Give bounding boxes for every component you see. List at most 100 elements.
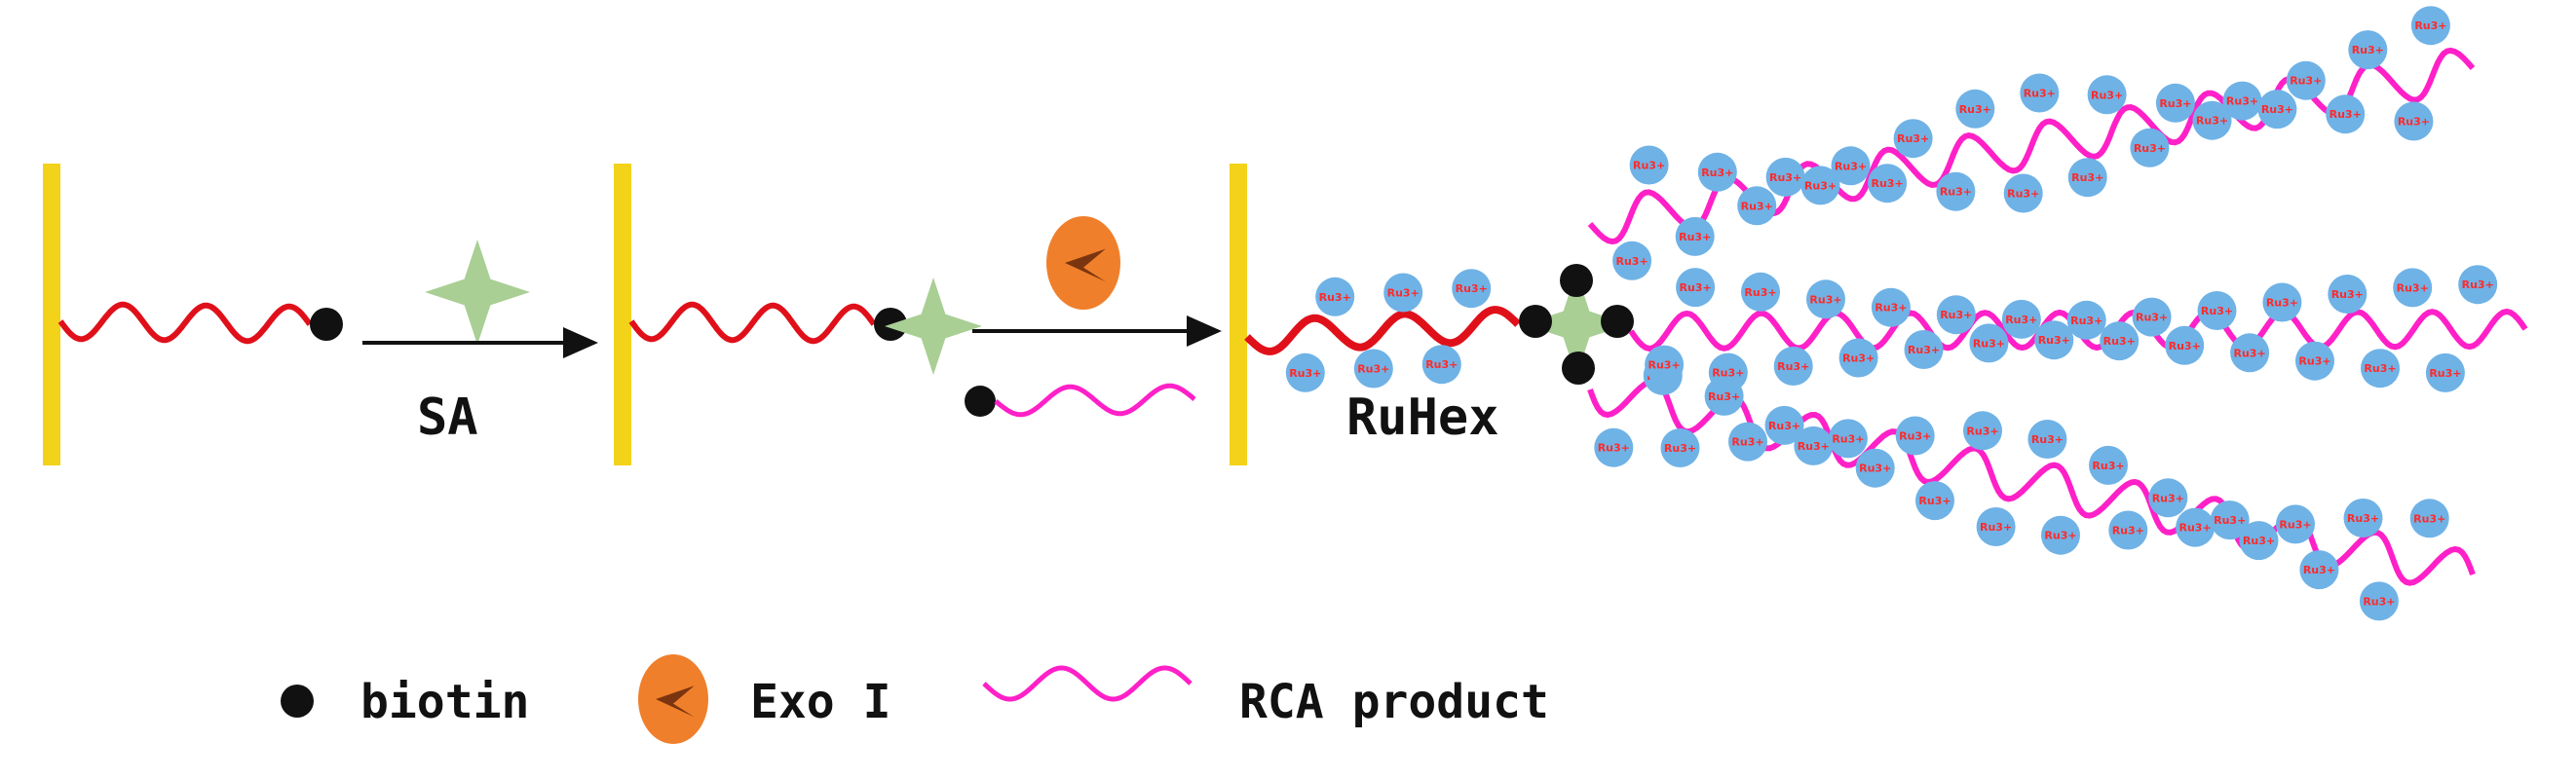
probe-strand-1: [57, 301, 313, 345]
ruhex-bead-label: Ru3+: [1966, 425, 1998, 437]
ruhex-bead-label: Ru3+: [2414, 19, 2446, 32]
ruhex-bead: [2425, 352, 2465, 392]
ruhex-bead: [2295, 341, 2334, 381]
ruhex-bead-label: Ru3+: [1319, 291, 1351, 304]
ruhex-bead-label: Ru3+: [2179, 522, 2212, 535]
ruhex-bead: [2286, 60, 2326, 100]
ruhex-bead-label: Ru3+: [2031, 433, 2064, 446]
ruhex-beads: Ru3+ Ru3+ Ru3+ Ru3+ Ru3+ Ru3+ Ru3+ Ru3+ Ru3+ Ru3+…: [1285, 6, 2498, 621]
ruhex-bead: [2410, 6, 2450, 46]
ruhex-bead-label: Ru3+: [2298, 355, 2330, 368]
electrode-3: [1230, 164, 1247, 465]
released-rca-strand: [994, 383, 1196, 418]
exo-mouth: [656, 685, 695, 718]
ruhex-bead: [1773, 347, 1813, 386]
ruhex-bead: [2197, 291, 2237, 330]
ruhex-bead: [2361, 349, 2400, 389]
ruhex-bead: [2257, 90, 2297, 130]
ruhex-bead-label: Ru3+: [1289, 367, 1321, 380]
ruhex-bead: [1895, 416, 1935, 456]
ruhex-bead-label: Ru3+: [2279, 518, 2311, 531]
ruhex-bead-label: Ru3+: [1708, 390, 1740, 403]
ruhex-bead-label: Ru3+: [1832, 432, 1864, 445]
ruhex-bead: [1660, 428, 1700, 467]
ruhex-bead: [1915, 481, 1954, 521]
legend-biotin-icon: [281, 685, 314, 718]
ruhex-bead-label: Ru3+: [1959, 103, 1991, 116]
ruhex-bead-label: Ru3+: [1616, 255, 1648, 268]
ruhex-bead-label: Ru3+: [1908, 344, 1940, 356]
ruhex-bead-label: Ru3+: [1777, 360, 1809, 373]
ruhex-bead: [2299, 550, 2339, 590]
ruhex-bead-label: Ru3+: [2363, 595, 2395, 608]
ruhex-bead-label: Ru3+: [2152, 492, 2184, 504]
biotin-dot: [310, 308, 343, 341]
ruhex-bead: [1383, 273, 1423, 313]
step-label-sa: SA: [417, 389, 478, 447]
ruhex-bead-label: Ru3+: [1875, 302, 1907, 315]
ruhex-bead: [1629, 145, 1669, 185]
ruhex-bead-label: Ru3+: [2201, 305, 2233, 317]
ruhex-bead: [1806, 279, 1845, 319]
ruhex-bead-label: Ru3+: [1357, 363, 1389, 376]
ruhex-bead-label: Ru3+: [2330, 108, 2362, 121]
ruhex-bead-label: Ru3+: [2044, 530, 2076, 542]
ruhex-bead-label: Ru3+: [1835, 160, 1867, 172]
ruhex-bead: [1728, 422, 1767, 462]
star-shape: [885, 278, 982, 375]
ruhex-bead: [2020, 73, 2060, 113]
ruhex-bead: [1594, 427, 1634, 467]
ruhex-bead: [2130, 128, 2170, 167]
ruhex-bead-label: Ru3+: [1859, 463, 1891, 475]
ruhex-bead: [1831, 146, 1871, 186]
ruhex-bead-label: Ru3+: [2243, 535, 2275, 547]
ruhex-bead: [2132, 297, 2172, 337]
ruhex-bead-label: Ru3+: [2136, 312, 2168, 324]
ruhex-bead-label: Ru3+: [1648, 359, 1681, 372]
ruhex-bead: [2165, 325, 2205, 365]
ruhex-bead-label: Ru3+: [1741, 200, 1773, 212]
ruhex-bead-label: Ru3+: [1980, 521, 2012, 534]
ruhex-bead: [1697, 152, 1737, 192]
ruhex-bead: [1838, 338, 1878, 378]
ruhex-bead: [1765, 157, 1805, 197]
ruhex-bead: [2087, 75, 2127, 115]
ruhex-bead-label: Ru3+: [2352, 44, 2384, 56]
star-shape: [1524, 272, 1629, 377]
ruhex-bead-label: Ru3+: [2226, 95, 2258, 108]
ruhex-bead: [1976, 507, 2016, 546]
ruhex-bead: [2148, 478, 2188, 518]
ruhex-bead: [2003, 173, 2043, 213]
exo-mouth: [1065, 248, 1106, 282]
biotin-dot: [1560, 264, 1593, 297]
ruhex-bead-label: Ru3+: [2266, 297, 2298, 310]
ruhex-bead-label: Ru3+: [1918, 495, 1951, 507]
ruhex-bead: [1969, 323, 2009, 363]
ruhex-bead: [2239, 521, 2279, 561]
legend-rca-label: RCA product: [1239, 675, 1549, 729]
ruhex-bead-label: Ru3+: [1768, 420, 1800, 432]
ruhex-bead-label: Ru3+: [2214, 514, 2246, 527]
ruhex-bead-label: Ru3+: [2071, 171, 2103, 184]
ruhex-bead-label: Ru3+: [2092, 460, 2124, 472]
ruhex-bead: [1645, 345, 1685, 385]
ruhex-bead: [2041, 515, 2080, 555]
ruhex-bead: [1285, 352, 1325, 392]
biotin-dot: [1601, 305, 1634, 338]
biotin-dot: [1519, 305, 1552, 338]
ruhex-bead-label: Ru3+: [2103, 335, 2136, 348]
ruhex-bead: [1893, 119, 1933, 159]
probe-strand-3: [1244, 306, 1521, 355]
ruhex-bead: [1315, 277, 1355, 316]
ruhex-bead: [2155, 83, 2195, 123]
ruhex-bead-label: Ru3+: [1940, 186, 1972, 199]
ruhex-bead-label: Ru3+: [1899, 430, 1931, 443]
ruhex-bead: [1955, 89, 1995, 129]
ruhex-bead: [2393, 268, 2433, 308]
ruhex-bead: [1904, 330, 1944, 369]
ruhex-bead: [2089, 445, 2128, 485]
ruhex-bead: [1676, 268, 1716, 308]
ruhex-bead-label: Ru3+: [1598, 442, 1630, 455]
ruhex-bead-label: Ru3+: [2413, 512, 2445, 525]
ruhex-bead: [2326, 94, 2366, 134]
